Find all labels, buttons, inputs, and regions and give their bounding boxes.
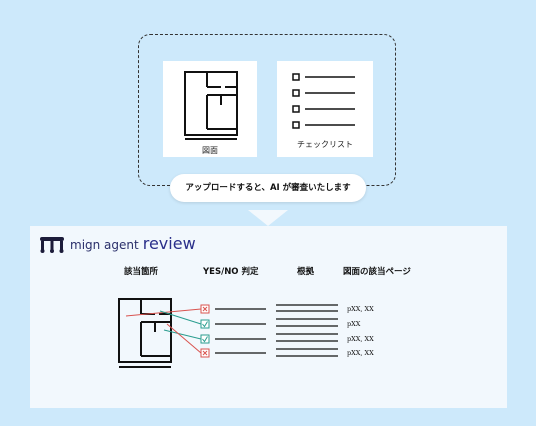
result-row	[200, 304, 338, 314]
connector-line	[166, 323, 202, 354]
checklist-label: チェックリスト	[297, 140, 353, 149]
checklist-icon	[292, 73, 355, 129]
upload-callout: アップロードすると、AI が審査いたします	[170, 174, 366, 202]
yes-mark-icon	[200, 319, 210, 329]
connector-line	[163, 329, 202, 340]
page-reference: pXX, XX	[347, 305, 374, 313]
brand-logo: mign agent review	[70, 234, 196, 253]
mign-logo-icon	[40, 237, 64, 253]
drawing-label: 図面	[202, 146, 218, 155]
floor-plan-icon	[184, 71, 238, 140]
column-header-location: 該当箇所	[124, 267, 159, 277]
connector-line	[159, 310, 202, 325]
column-header-page: 図面の該当ページ	[343, 267, 411, 277]
checklist-card[interactable]: チェックリスト	[277, 61, 373, 157]
result-row	[200, 348, 338, 358]
result-row	[200, 318, 338, 329]
result-row	[200, 333, 338, 344]
page-reference: pXX, XX	[347, 349, 374, 357]
page-reference: pXX, XX	[347, 335, 374, 343]
brand-name: mign agent	[70, 238, 139, 252]
column-header-basis: 根拠	[297, 267, 315, 277]
down-arrow-icon	[248, 210, 288, 226]
yes-mark-icon	[200, 334, 210, 344]
drawing-card[interactable]: 図面	[163, 61, 257, 157]
review-panel	[30, 226, 507, 408]
brand-product: review	[142, 234, 196, 253]
column-header-judgement: YES/NO 判定	[203, 267, 259, 277]
page-reference: pXX	[347, 320, 361, 328]
review-floor-plan	[118, 298, 172, 368]
